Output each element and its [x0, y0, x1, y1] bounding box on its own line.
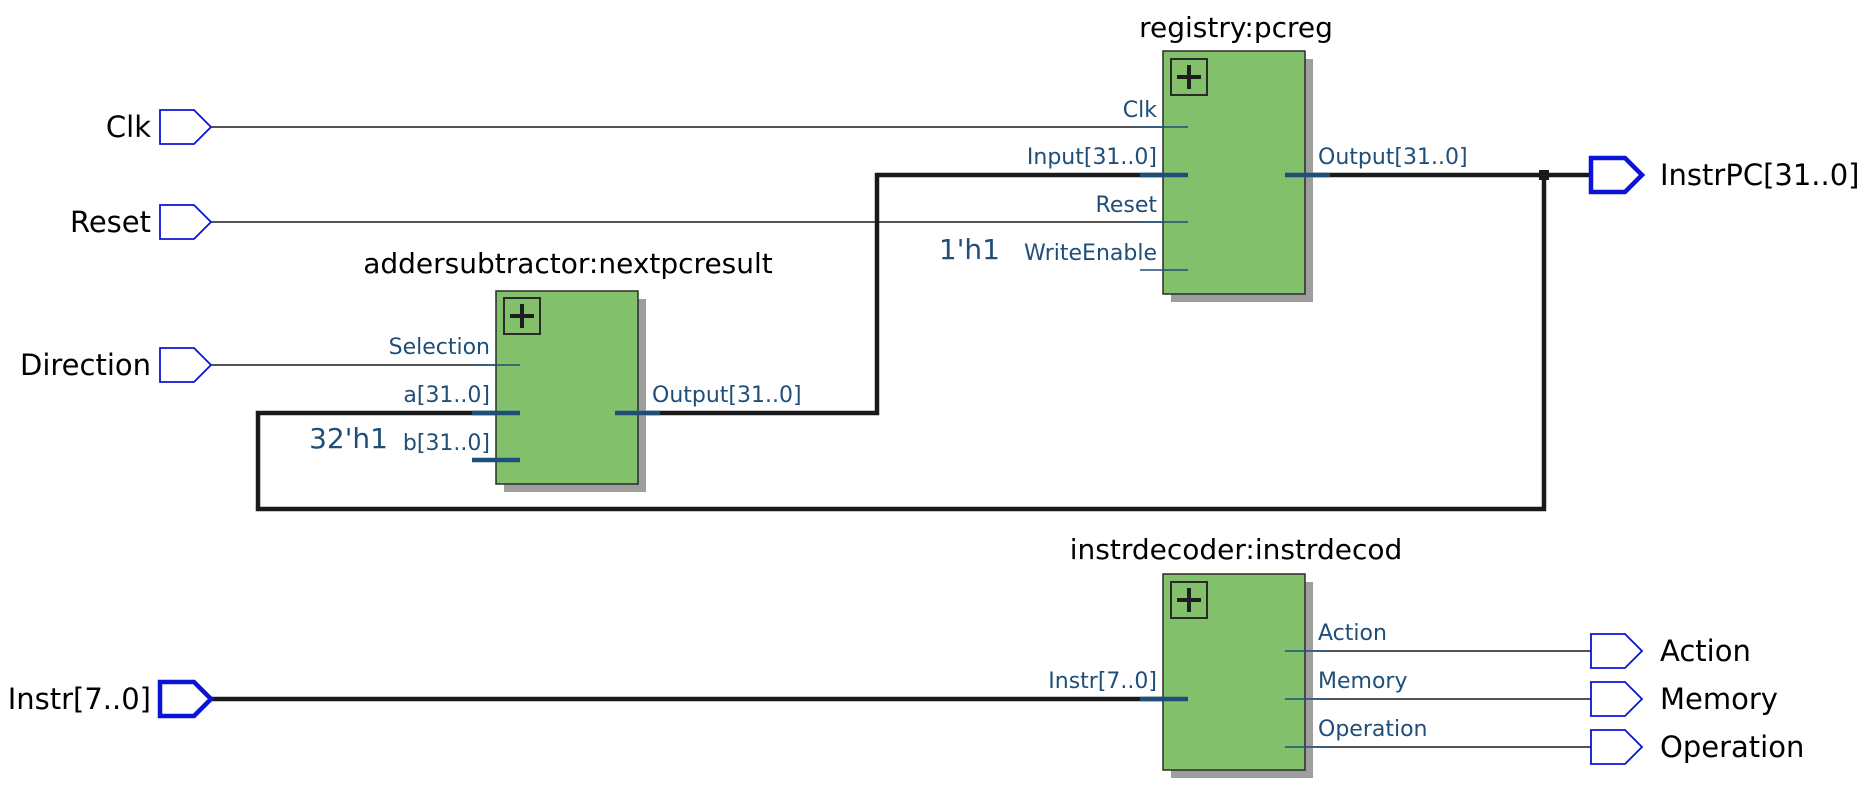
input-pin-icon [159, 109, 213, 145]
block-title: addersubtractor:nextpcresult [363, 247, 773, 280]
output-pin-label: Memory [1660, 682, 1778, 716]
input-pin-icon [157, 679, 215, 719]
port-label-output: Output[31..0] [1318, 145, 1468, 170]
port-label-operation: Operation [1318, 717, 1427, 742]
block-title: registry:pcreg [1139, 11, 1333, 44]
output-pin-label: InstrPC[31..0] [1660, 158, 1860, 192]
port-label-selection: Selection [389, 335, 490, 360]
input-pin-reset[interactable]: Reset [70, 204, 213, 240]
input-pin-label: Reset [70, 205, 151, 239]
output-pin-memory[interactable]: Memory [1590, 681, 1778, 717]
expand-icon[interactable] [1170, 581, 1208, 619]
port-label-a: a[31..0] [403, 383, 490, 408]
block-title: instrdecoder:instrdecod [1070, 533, 1403, 566]
port-label-input: Input[31..0] [1027, 145, 1157, 170]
input-pin-icon [159, 347, 213, 383]
wire-junction [1539, 170, 1549, 180]
output-pin-label: Action [1660, 634, 1751, 668]
output-pin-icon [1590, 633, 1644, 669]
port-label-output: Output[31..0] [652, 383, 802, 408]
output-pin-action[interactable]: Action [1590, 633, 1751, 669]
input-pin-instr[interactable]: Instr[7..0] [8, 679, 215, 719]
block-instrdecod[interactable]: instrdecoder:instrdecod Instr[7..0] Acti… [1048, 533, 1427, 778]
input-pin-label: Direction [20, 348, 151, 382]
block-pcreg[interactable]: registry:pcreg Clk Input[31..0] Reset Wr… [939, 11, 1468, 302]
wires [211, 126, 1591, 748]
input-pin-direction[interactable]: Direction [20, 347, 213, 383]
port-label-action: Action [1318, 621, 1387, 646]
output-pin-label: Operation [1660, 730, 1804, 764]
input-pin-label: Instr[7..0] [8, 682, 151, 716]
port-label-reset: Reset [1096, 193, 1158, 218]
port-label-clk: Clk [1123, 98, 1157, 123]
wire-nextpc-bus [615, 172, 1188, 416]
wire-feedback-bus [255, 175, 1547, 512]
output-pin-instrpc[interactable]: InstrPC[31..0] [1588, 155, 1860, 195]
output-pin-icon [1588, 155, 1646, 195]
expand-icon[interactable] [1170, 58, 1208, 96]
input-pin-icon [159, 204, 213, 240]
input-pin-clk[interactable]: Clk [106, 109, 213, 145]
port-label-write-enable: WriteEnable [1024, 241, 1157, 266]
block-nextpcresult[interactable]: addersubtractor:nextpcresult Selection a… [309, 247, 802, 492]
port-label-instr: Instr[7..0] [1048, 669, 1157, 694]
expand-icon[interactable] [503, 297, 541, 335]
output-pin-operation[interactable]: Operation [1590, 729, 1804, 765]
output-pin-icon [1590, 681, 1644, 717]
const-b: 32'h1 [309, 422, 388, 455]
port-label-b: b[31..0] [403, 431, 490, 456]
output-pin-icon [1590, 729, 1644, 765]
input-pin-label: Clk [106, 110, 151, 144]
port-label-memory: Memory [1318, 669, 1407, 694]
const-write-enable: 1'h1 [939, 233, 1000, 266]
